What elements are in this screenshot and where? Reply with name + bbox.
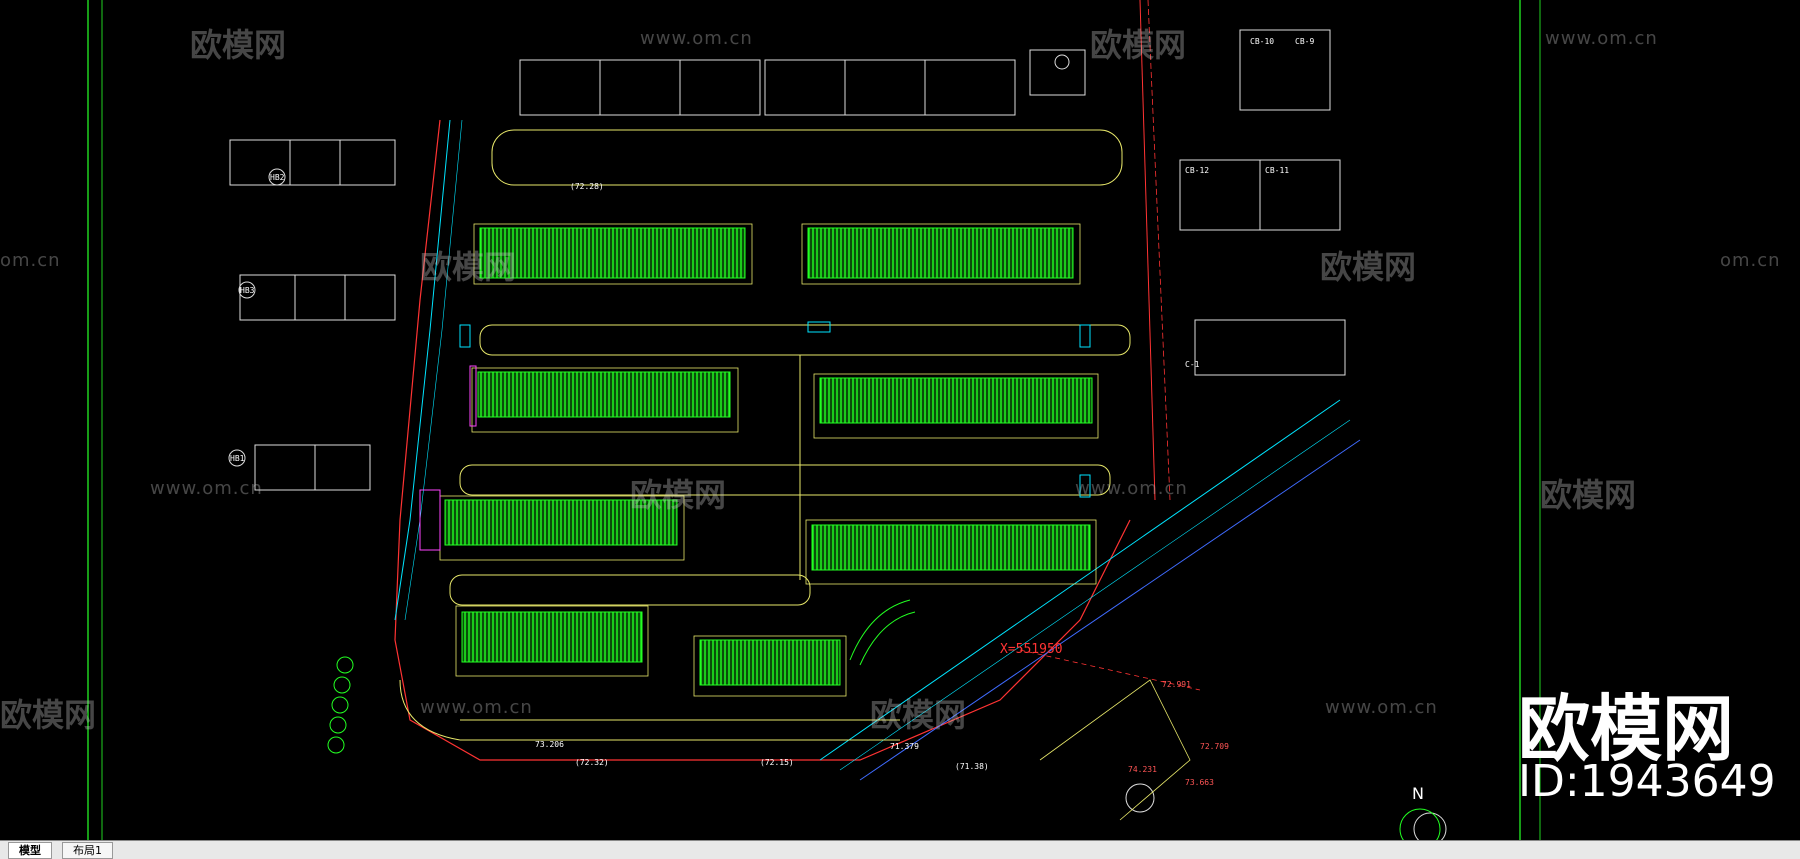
watermark-brand: 欧模网 — [1090, 26, 1187, 64]
block-label: CB-11 — [1265, 166, 1290, 175]
elevation-label: 73.663 — [1185, 778, 1214, 787]
watermark-site: www.om.cn — [640, 28, 753, 49]
unit-label: HB2 — [270, 173, 285, 182]
elevation-label: 72.991 — [1162, 680, 1191, 689]
block-label: C-1 — [1185, 360, 1200, 369]
watermark-brand: 欧模网 — [1540, 476, 1637, 514]
north-label: N — [1412, 784, 1424, 803]
watermark-site: www.om.cn — [1325, 697, 1438, 718]
elevation-label: 72.709 — [1200, 742, 1229, 751]
block-label: CB-10 — [1250, 37, 1275, 46]
watermark-site: www.om.cn — [1075, 478, 1188, 499]
watermark-site: www.om.cn — [1545, 28, 1658, 49]
block-label: CB-12 — [1185, 166, 1210, 175]
elevation-label: (72.28) — [570, 182, 604, 191]
layout-tab-bar: 模型 布局1 — [0, 840, 1800, 859]
watermark-brand: 欧模网 — [420, 248, 517, 286]
site-plan-drawing — [87, 0, 1541, 840]
watermark-brand: 欧模网 — [1320, 248, 1417, 286]
unit-label: HB1 — [230, 454, 245, 463]
unit-label: HB3 — [240, 286, 255, 295]
elevation-label: (72.15) — [760, 758, 794, 767]
watermark-site: om.cn — [1720, 250, 1781, 271]
watermark-brand: 欧模网 — [190, 26, 287, 64]
watermark-site: om.cn — [0, 250, 61, 271]
watermark-site: www.om.cn — [420, 697, 533, 718]
cad-model-space[interactable]: 欧模网 www.om.cn 欧模网 www.om.cn om.cn 欧模网 欧模… — [0, 0, 1800, 840]
block-label: CB-9 — [1295, 37, 1315, 46]
tab-model[interactable]: 模型 — [8, 842, 52, 859]
elevation-label: (72.32) — [575, 758, 609, 767]
overlay-id: ID:1943649 — [1518, 756, 1776, 807]
elevation-label: 71.379 — [890, 742, 919, 751]
elevation-label: (71.38) — [955, 762, 989, 771]
tab-layout1[interactable]: 布局1 — [62, 842, 113, 859]
watermark-site: www.om.cn — [150, 478, 263, 499]
coordinate-label: X=551950 — [1000, 642, 1063, 657]
overlay-brand: 欧模网 — [1518, 687, 1735, 771]
elevation-label: 73.206 — [535, 740, 564, 749]
watermark-brand: 欧模网 — [630, 476, 727, 514]
elevation-label: 74.231 — [1128, 765, 1157, 774]
watermark-brand: 欧模网 — [0, 696, 97, 734]
north-arrow-icon: N — [1412, 784, 1424, 803]
watermark-brand: 欧模网 — [870, 696, 967, 734]
